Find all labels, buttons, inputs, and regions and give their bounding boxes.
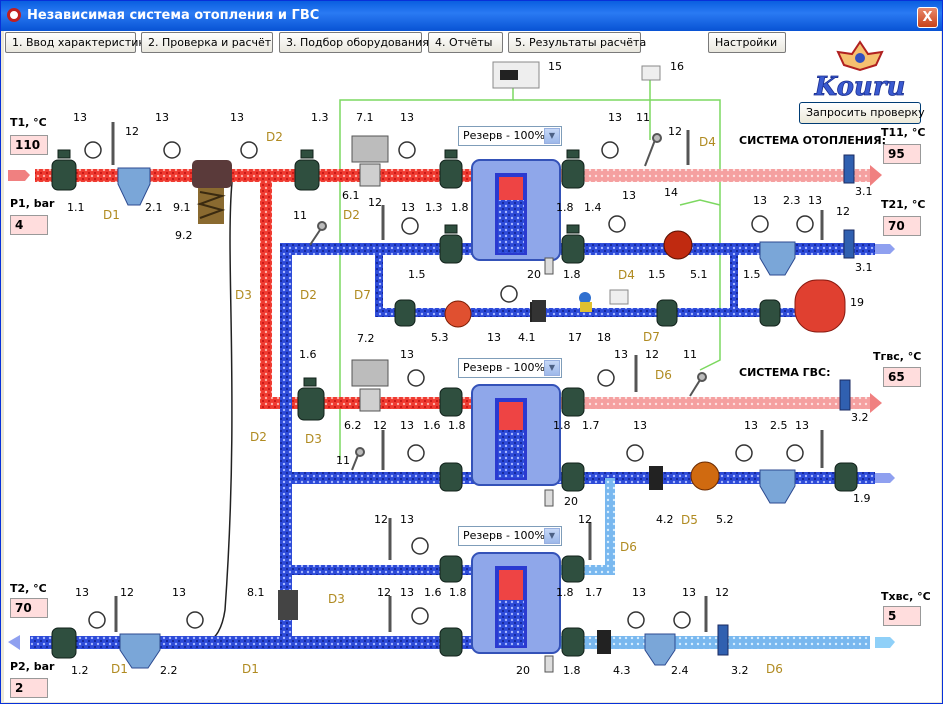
tab-reports[interactable]: 4. Отчёты xyxy=(428,32,503,53)
p2-input[interactable]: 2 xyxy=(10,678,48,698)
reserve-select-2-value: Резерв - 100% xyxy=(463,361,545,374)
heat-exchanger-3 xyxy=(471,552,561,654)
settings-button[interactable]: Настройки xyxy=(708,32,786,53)
reserve-select-1[interactable]: Резерв - 100%▼ xyxy=(458,126,562,146)
t1-input[interactable]: 110 xyxy=(10,135,48,155)
request-check-button[interactable]: Запросить проверку xyxy=(799,102,925,124)
reserve-select-2[interactable]: Резерв - 100%▼ xyxy=(458,358,562,378)
t21-label: T21, °C xyxy=(881,198,926,211)
tgvs-label: Tгвс, °C xyxy=(873,350,922,363)
chevron-down-icon[interactable]: ▼ xyxy=(544,528,560,544)
p1-input[interactable]: 4 xyxy=(10,215,48,235)
tab-check-calculation[interactable]: 2. Проверка и расчёт xyxy=(141,32,273,53)
tab-calc-results[interactable]: 5. Результаты расчёта xyxy=(508,32,646,53)
t11-label: T11, °C xyxy=(881,126,926,139)
pressure-regulator xyxy=(192,160,232,224)
tab-equipment-selection[interactable]: 3. Подбор оборудования xyxy=(279,32,429,53)
t1-label: T1, °C xyxy=(10,116,47,129)
tgvs-input[interactable]: 65 xyxy=(883,367,921,387)
heating-system-title: СИСТЕМА ОТОПЛЕНИЯ: xyxy=(739,134,887,147)
heat-exchanger-1 xyxy=(471,159,561,261)
tab-input-characteristics[interactable]: 1. Ввод характеристик xyxy=(5,32,145,53)
thvs-label: Tхвс, °C xyxy=(881,590,931,603)
t2-label: T2, °C xyxy=(10,582,47,595)
app-icon xyxy=(7,8,21,22)
t2-input[interactable]: 70 xyxy=(10,598,48,618)
logo: Kouru xyxy=(813,40,906,100)
reserve-select-3-value: Резерв - 100% xyxy=(463,529,545,542)
logo-text: Kouru xyxy=(814,72,906,100)
thvs-input[interactable]: 5 xyxy=(883,606,921,626)
p2-label: P2, bar xyxy=(10,660,55,673)
window-title: Независимая система отопления и ГВС xyxy=(27,8,320,23)
heat-exchanger-2 xyxy=(471,384,561,486)
reserve-select-3[interactable]: Резерв - 100%▼ xyxy=(458,526,562,546)
close-button[interactable]: X xyxy=(917,7,938,28)
t11-input[interactable]: 95 xyxy=(883,144,921,164)
t21-input[interactable]: 70 xyxy=(883,216,921,236)
hot-water-system-title: СИСТЕМА ГВС: xyxy=(739,366,831,379)
p1-label: P1, bar xyxy=(10,197,55,210)
chevron-down-icon[interactable]: ▼ xyxy=(544,128,560,144)
reserve-select-1-value: Резерв - 100% xyxy=(463,129,545,142)
title-bar: Независимая система отопления и ГВС X xyxy=(1,1,942,31)
chevron-down-icon[interactable]: ▼ xyxy=(544,360,560,376)
